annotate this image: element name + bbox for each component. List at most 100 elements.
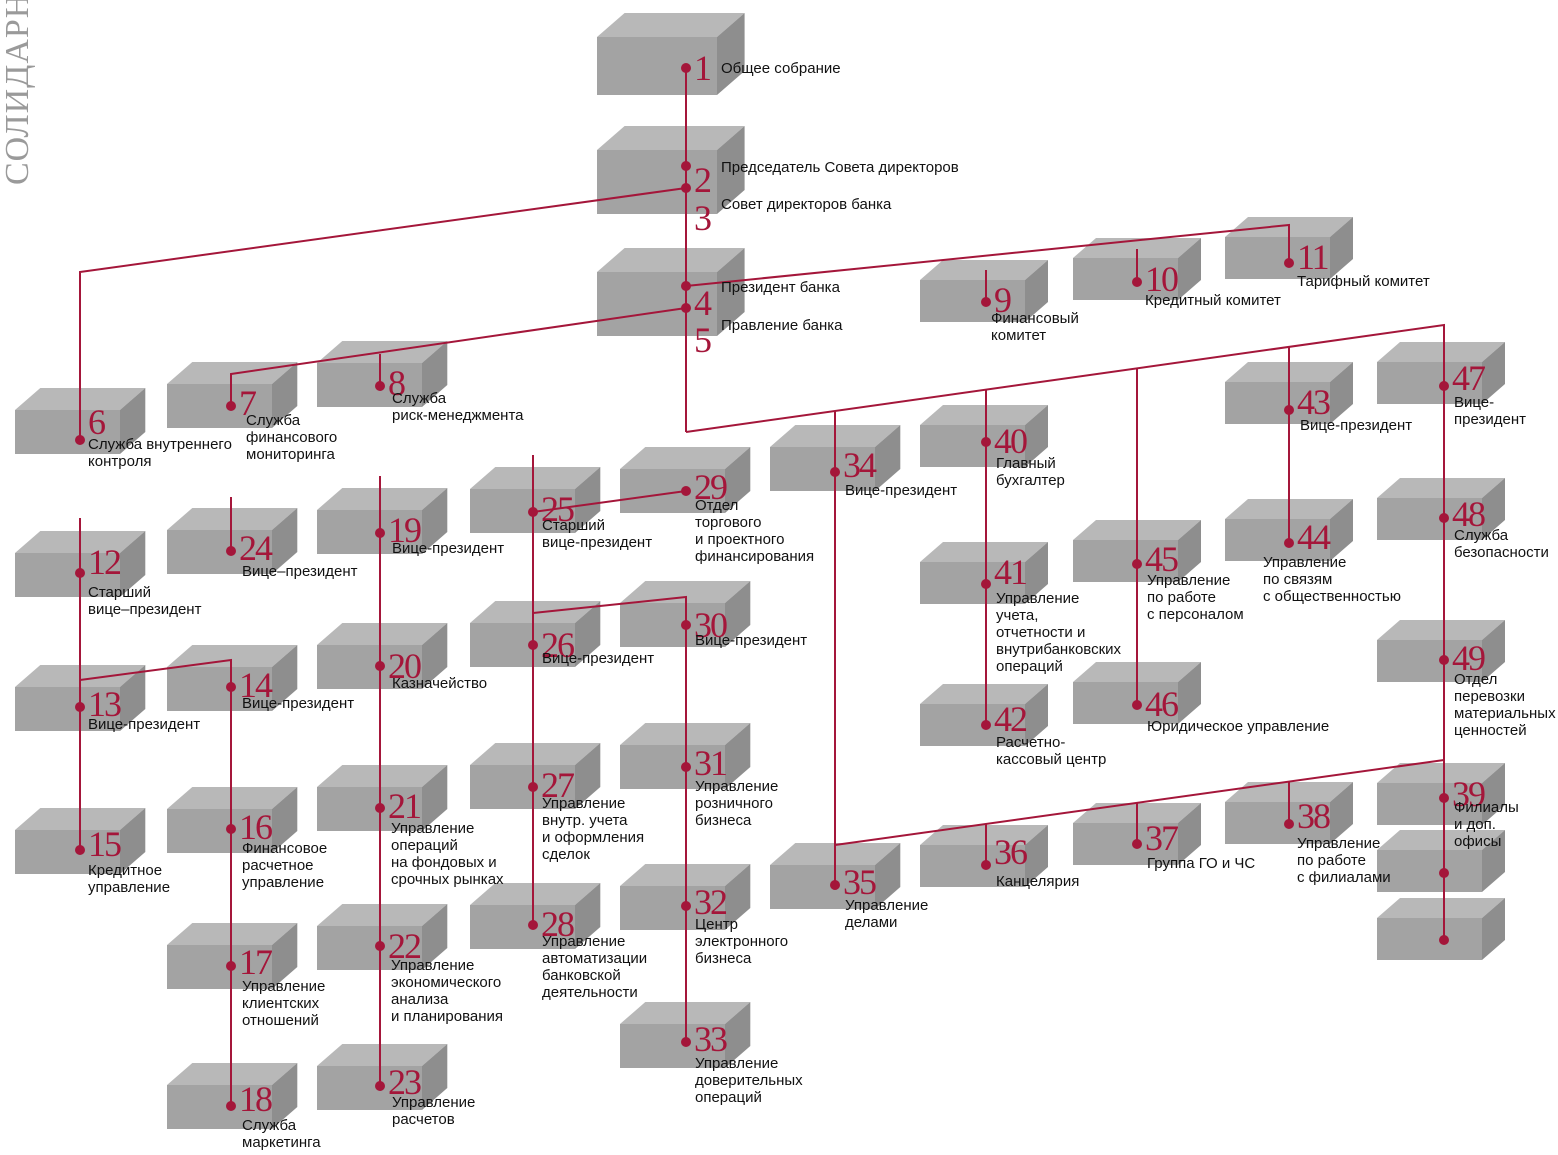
- unit-label-line: автоматизации: [542, 950, 647, 967]
- org-box: [597, 13, 745, 95]
- unit-label-line: отношений: [242, 1012, 319, 1029]
- unit-label-line: Управление: [845, 897, 928, 914]
- box-top-face: [920, 825, 1048, 845]
- unit-label-line: Управление: [391, 957, 474, 974]
- unit-label-line: маркетинга: [242, 1134, 321, 1151]
- unit-number: 44: [1297, 517, 1331, 557]
- unit-label-line: на фондовых и: [391, 854, 497, 871]
- org-box: [620, 581, 751, 647]
- box-front-face: [597, 37, 717, 95]
- org-box: [470, 743, 601, 809]
- box-top-face: [317, 1044, 448, 1066]
- unit-label-line: Вице-президент: [242, 695, 354, 712]
- box-front-face: [1073, 540, 1178, 582]
- box-side-face: [717, 126, 745, 214]
- unit-label-line: Вице-: [1454, 394, 1494, 411]
- connector-dot: [981, 720, 991, 730]
- box-top-face: [317, 904, 448, 926]
- unit-number: 24: [239, 528, 273, 568]
- box-front-face: [470, 623, 575, 667]
- org-box: [1377, 342, 1505, 404]
- box-side-face: [1178, 662, 1201, 724]
- unit-number: 27: [541, 765, 574, 805]
- unit-label-line: Вице–президент: [242, 563, 358, 580]
- box-side-face: [120, 388, 146, 454]
- unit-number: 23: [388, 1062, 421, 1102]
- unit-label-line: финансового: [246, 429, 337, 446]
- unit-number: 16: [239, 807, 272, 847]
- unit-number: 10: [1145, 259, 1178, 299]
- box-top-face: [597, 13, 745, 37]
- unit-label-line: доверительных: [695, 1072, 803, 1089]
- org-box: [1377, 898, 1505, 960]
- unit-number: 15: [88, 824, 121, 864]
- unit-number: 42: [994, 699, 1027, 739]
- box-side-face: [1025, 405, 1048, 467]
- connector-line: [685, 323, 1445, 940]
- unit-label-line: Финансовый: [991, 310, 1079, 327]
- box-front-face: [920, 280, 1025, 322]
- box-top-face: [167, 787, 298, 809]
- box-side-face: [1482, 342, 1505, 404]
- box-side-face: [1178, 803, 1201, 865]
- unit-number: 21: [388, 786, 420, 826]
- unit-label-line: риск-менеджмента: [392, 407, 524, 424]
- unit-number: 40: [994, 421, 1027, 461]
- box-front-face: [1225, 382, 1330, 424]
- unit-label-line: розничного: [695, 795, 773, 812]
- box-front-face: [1073, 682, 1178, 724]
- unit-label-line: Управление: [695, 1055, 778, 1072]
- unit-label-line: деятельности: [542, 984, 638, 1001]
- box-side-face: [875, 425, 901, 491]
- unit-label-line: Отдел: [695, 497, 738, 514]
- unit-number: 9: [994, 280, 1011, 320]
- unit-label-line: Управление: [391, 820, 474, 837]
- box-front-face: [470, 765, 575, 809]
- unit-number: 2: [694, 160, 711, 200]
- connector-line: [79, 187, 687, 440]
- box-front-face: [620, 603, 725, 647]
- unit-label-line: Вице-президент: [88, 716, 200, 733]
- box-side-face: [120, 531, 146, 597]
- box-side-face: [575, 883, 601, 949]
- unit-label-line: бизнеса: [695, 812, 752, 829]
- unit-label-line: Вице-президент: [845, 482, 957, 499]
- unit-label-line: расчетов: [392, 1111, 455, 1128]
- box-front-face: [920, 845, 1025, 887]
- box-front-face: [15, 553, 120, 597]
- unit-label-line: Управление: [695, 778, 778, 795]
- unit-number: 49: [1452, 638, 1485, 678]
- unit-label-line: и планирования: [391, 1008, 503, 1025]
- box-side-face: [1025, 684, 1048, 746]
- box-front-face: [620, 469, 725, 513]
- unit-label-line: торгового: [695, 514, 762, 531]
- unit-number: 19: [388, 510, 421, 550]
- connector-dot: [1284, 258, 1294, 268]
- org-box: [167, 923, 298, 989]
- unit-label-line: комитет: [991, 327, 1046, 344]
- connector-dot: [981, 860, 991, 870]
- connector-dot: [1439, 513, 1449, 523]
- unit-label-line: финансирования: [695, 548, 814, 565]
- box-front-face: [317, 363, 422, 407]
- unit-label-line: с общественностью: [1263, 588, 1401, 605]
- connection-dots: [75, 63, 1449, 1111]
- org-box: [167, 787, 298, 853]
- unit-label-line: внутрибанковских: [996, 641, 1122, 658]
- connector-dot: [528, 640, 538, 650]
- connector-dot: [1132, 839, 1142, 849]
- box-side-face: [875, 843, 901, 909]
- box-top-face: [1377, 478, 1505, 498]
- unit-label-line: электронного: [695, 933, 788, 950]
- connector-dot: [1439, 381, 1449, 391]
- box-side-face: [1482, 830, 1505, 892]
- connector-dot: [981, 297, 991, 307]
- org-box: [1377, 478, 1505, 540]
- unit-label-line: Председатель Совета директоров: [721, 159, 959, 176]
- connector-dot: [528, 782, 538, 792]
- box-side-face: [725, 723, 751, 789]
- connector-dot: [681, 762, 691, 772]
- unit-label-line: клиентских: [242, 995, 320, 1012]
- unit-label-line: Вице-президент: [1300, 417, 1412, 434]
- box-top-face: [920, 260, 1048, 280]
